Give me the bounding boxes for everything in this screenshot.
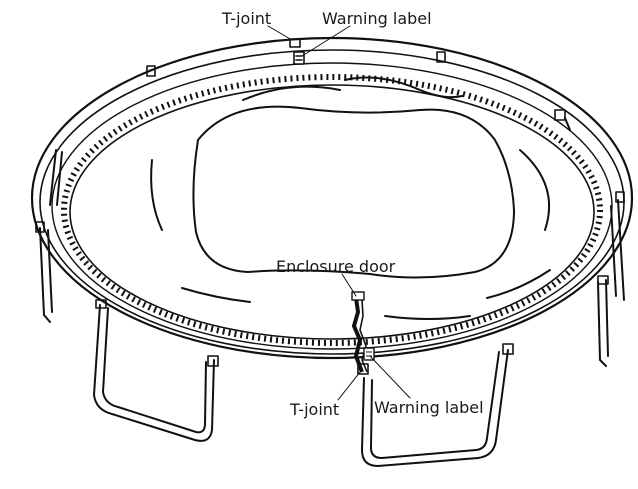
leader-door [341, 273, 357, 297]
top-warning-tag [293, 51, 305, 65]
legs [39, 117, 625, 467]
label-bottom-warning: Warning label [374, 398, 484, 417]
t-joints [35, 38, 625, 375]
leader-top-tjoint [267, 25, 293, 41]
top-tjoint-clamp [289, 38, 301, 48]
frame-ring [30, 36, 634, 360]
left-clamp [35, 221, 45, 233]
leader-lines [267, 25, 411, 401]
pad-edge [51, 62, 613, 350]
labels: T-joint Warning label Enclosure door T-j… [221, 9, 484, 419]
mat-wrinkles [150, 76, 551, 320]
enclosure-door [351, 291, 375, 373]
leader-bottom-warning [369, 355, 411, 399]
right-front-clamp [597, 275, 609, 285]
front-left-clamp [207, 355, 219, 367]
bottom-warning-tag [363, 347, 375, 361]
outer-frame-inner [39, 49, 625, 355]
label-bottom-tjoint: T-joint [289, 400, 339, 419]
rear-right-clamp [436, 51, 446, 63]
front-right-clamp [502, 343, 514, 355]
rear-left-clamp [146, 65, 156, 77]
spring-band [61, 74, 603, 346]
label-enclosure-door: Enclosure door [276, 257, 396, 276]
far-right-clamp [615, 191, 625, 203]
jumping-mat-edge [69, 84, 595, 340]
right-clamp [554, 109, 566, 121]
outer-frame [30, 36, 634, 360]
leader-bottom-tjoint [337, 371, 361, 401]
leader-top-warning [301, 25, 351, 57]
left-front-clamp [95, 299, 107, 309]
label-top-warning: Warning label [322, 9, 432, 28]
label-top-tjoint: T-joint [221, 9, 271, 28]
